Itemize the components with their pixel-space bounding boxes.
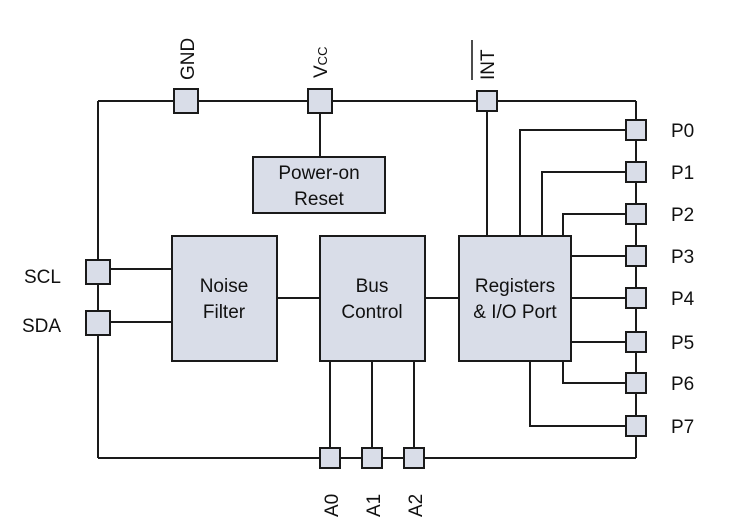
sda-pad <box>85 310 111 336</box>
vcc-label-subscript: CC <box>315 47 330 66</box>
power-on-reset-label-line2: Reset <box>294 189 344 210</box>
a1-pad <box>361 447 383 469</box>
power-on-reset-label-line1: Power-on <box>278 163 359 184</box>
registers-label-line1: Registers <box>475 276 555 297</box>
noise-filter-block: Noise Filter <box>171 235 278 362</box>
scl-pad <box>85 259 111 285</box>
vcc-label: VCC <box>311 47 332 78</box>
noise-filter-label-line1: Noise <box>200 276 249 297</box>
int-pad <box>476 90 498 112</box>
registers-io-port-block: Registers & I/O Port <box>458 235 572 362</box>
p5-label: P5 <box>671 333 694 354</box>
gnd-pad <box>173 88 199 114</box>
gnd-label: GND <box>178 38 199 80</box>
p5-pad <box>625 331 647 353</box>
p3-pad <box>625 245 647 267</box>
p2-label: P2 <box>671 205 694 226</box>
sda-label: SDA <box>22 316 61 337</box>
p7-label: P7 <box>671 417 694 438</box>
a2-label: A2 <box>406 494 427 517</box>
noise-filter-label-line2: Filter <box>203 302 246 323</box>
outer-wires <box>97 100 637 459</box>
p4-pad <box>625 287 647 309</box>
bus-control-label-line2: Control <box>341 302 402 323</box>
p0-label: P0 <box>671 121 694 142</box>
bus-control-block: Bus Control <box>319 235 426 362</box>
p1-pad <box>625 161 647 183</box>
a1-label: A1 <box>364 494 385 517</box>
p7-pad <box>625 415 647 437</box>
p6-pad <box>625 372 647 394</box>
a0-label: A0 <box>322 494 343 517</box>
vcc-label-main: V <box>311 65 332 78</box>
p3-label: P3 <box>671 247 694 268</box>
scl-label: SCL <box>24 267 61 288</box>
p1-label: P1 <box>671 163 694 184</box>
p6-label: P6 <box>671 374 694 395</box>
p0-pad <box>625 119 647 141</box>
power-on-reset-block: Power-on Reset <box>252 156 386 214</box>
p2-pad <box>625 203 647 225</box>
a2-pad <box>403 447 425 469</box>
bus-control-label-line1: Bus <box>356 276 389 297</box>
a0-pad <box>319 447 341 469</box>
int-label: INT <box>478 49 499 80</box>
p4-label: P4 <box>671 289 695 310</box>
vcc-pad <box>307 88 333 114</box>
registers-label-line2: & I/O Port <box>473 302 557 323</box>
